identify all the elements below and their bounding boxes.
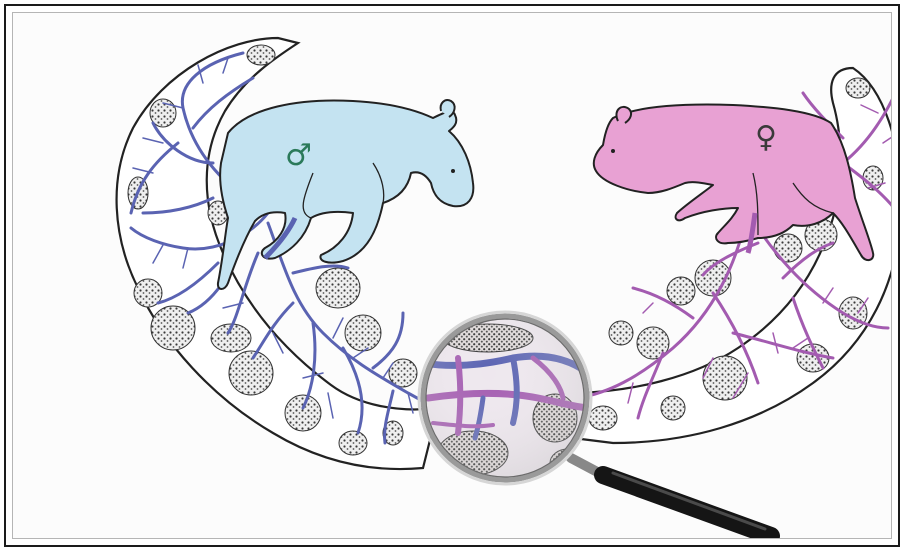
- image-canvas: ♂ ♀: [12, 12, 892, 539]
- male-symbol: ♂: [285, 138, 312, 173]
- female-symbol: ♀: [755, 120, 777, 155]
- freemartin-twin-calves-illustration: ♂ ♀: [13, 13, 892, 539]
- image-frame: ♂ ♀: [4, 4, 900, 547]
